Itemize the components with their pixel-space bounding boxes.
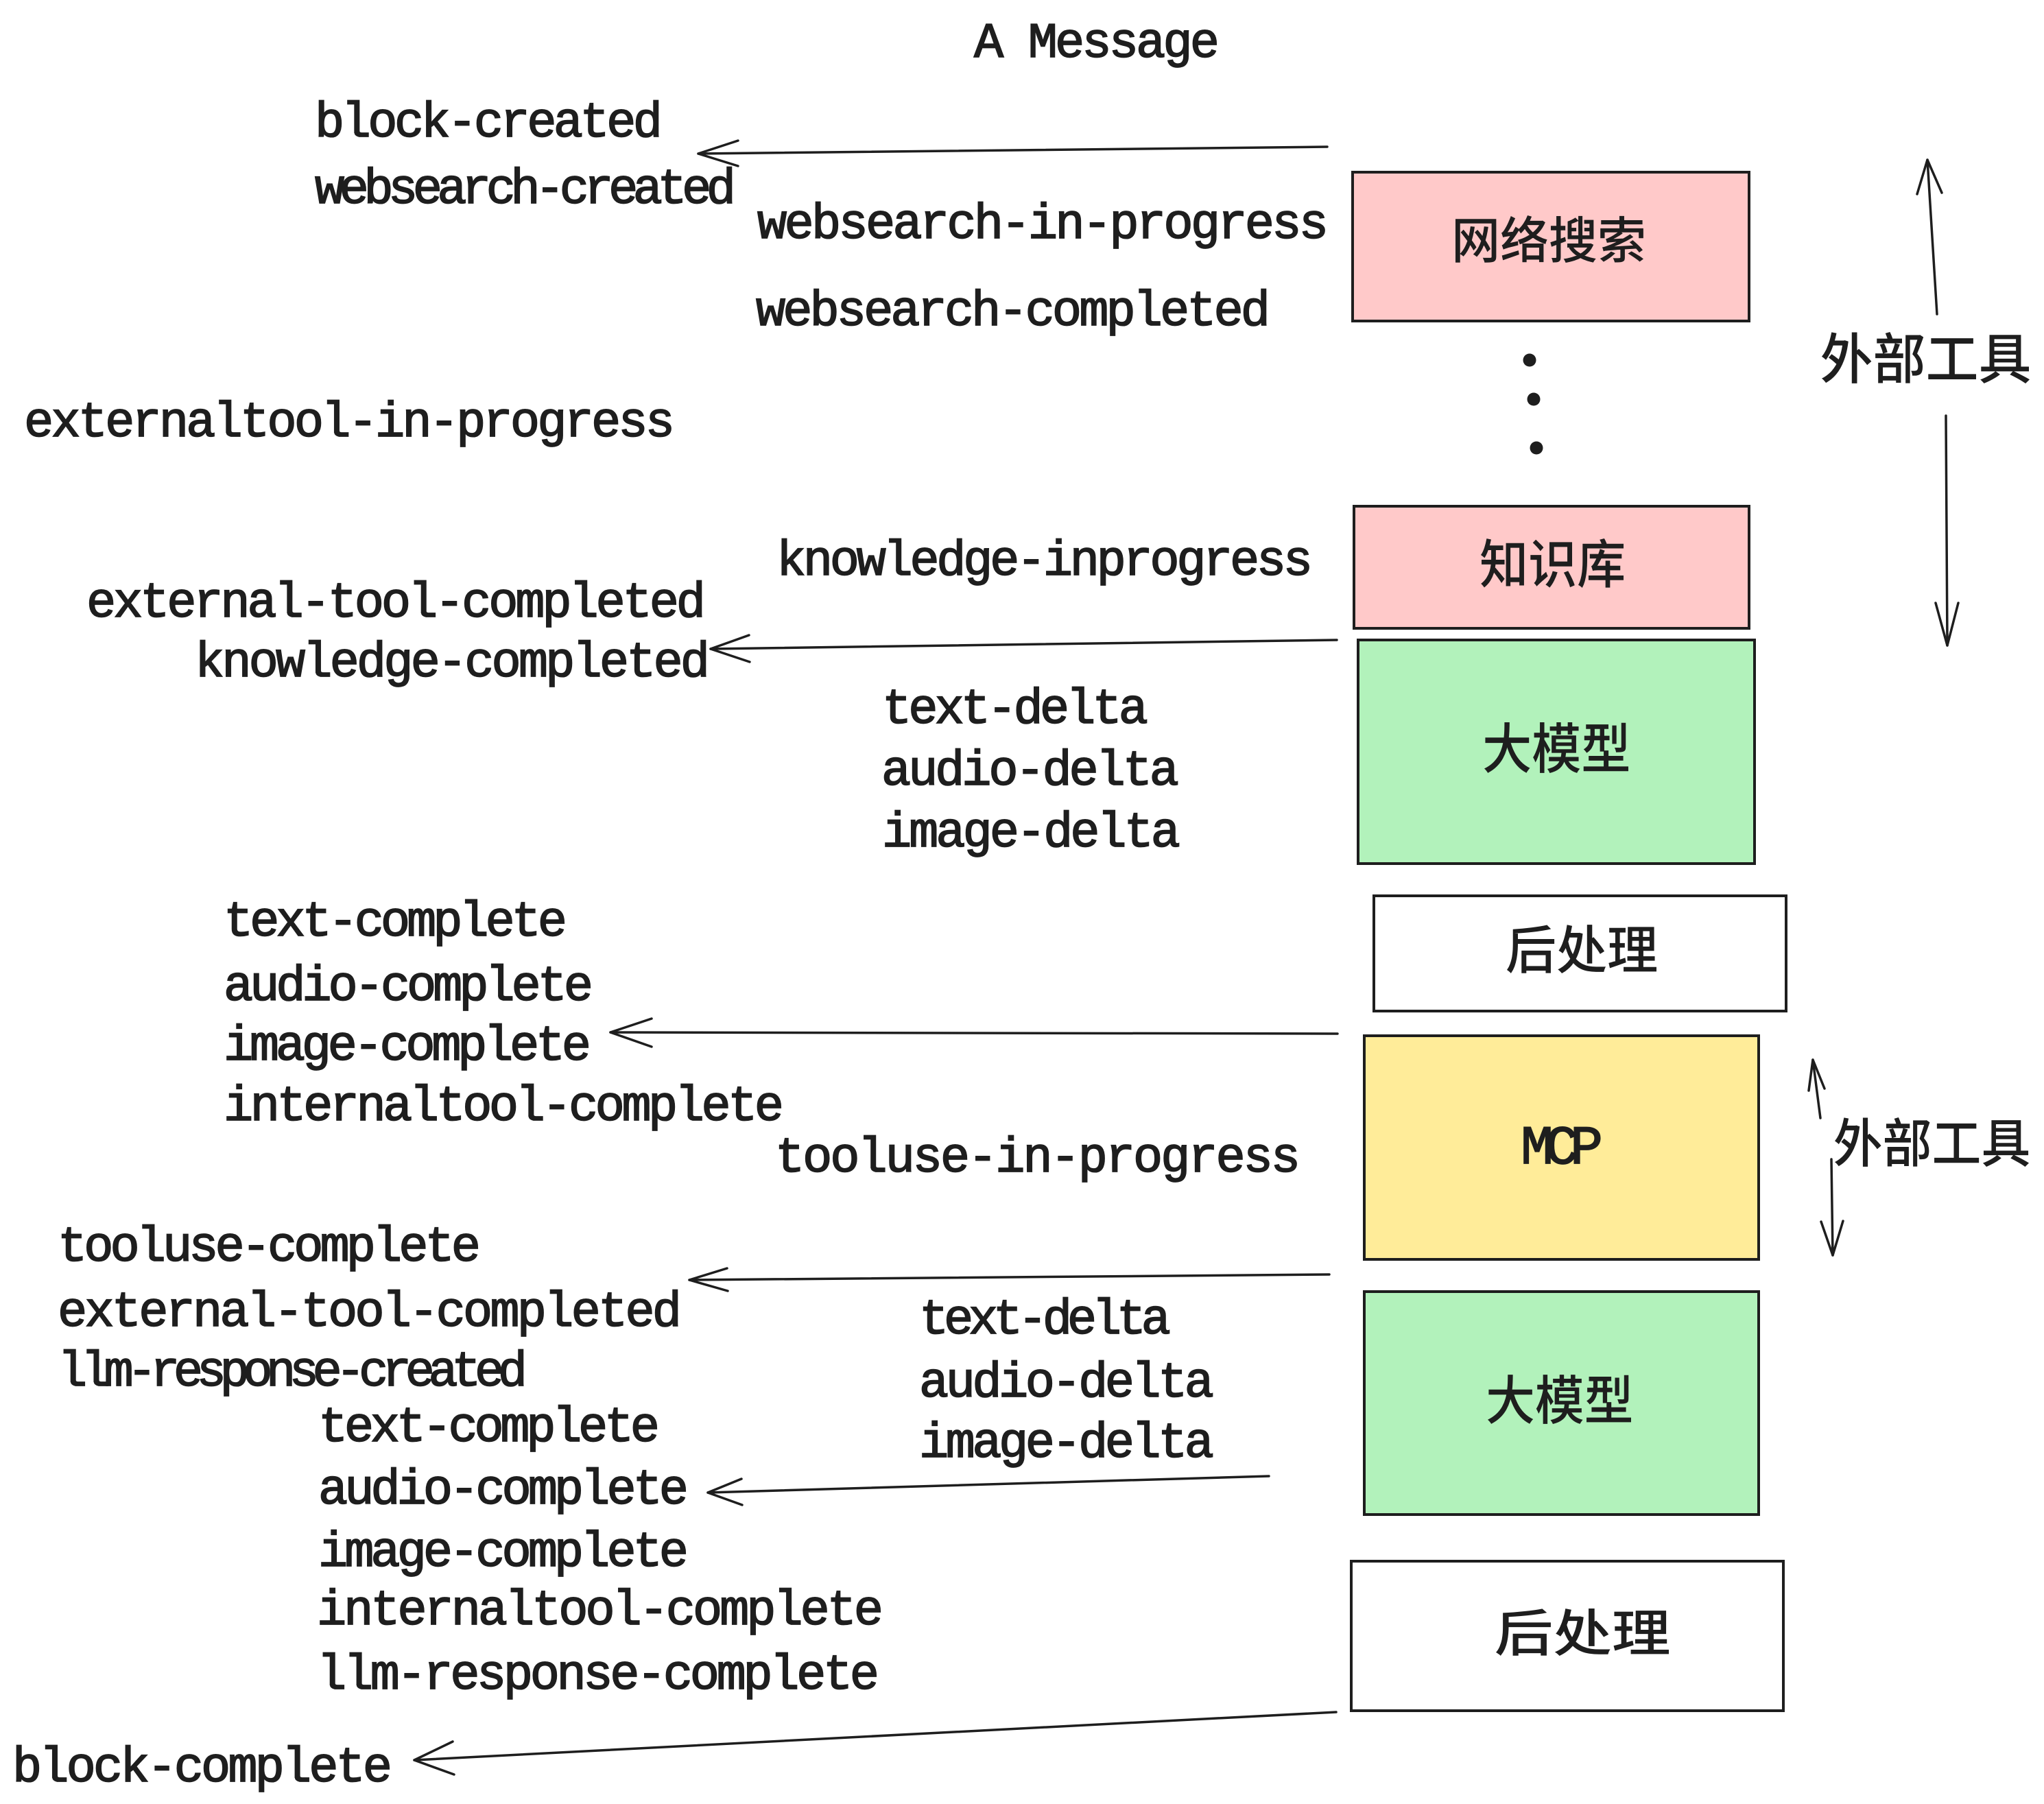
svg-text:external-tool-completed: external-tool-completed bbox=[58, 1285, 682, 1341]
svg-text:tooluse-complete: tooluse-complete bbox=[58, 1220, 481, 1276]
svg-text:A Message: A Message bbox=[974, 16, 1220, 72]
svg-text:audio-complete: audio-complete bbox=[224, 959, 593, 1015]
svg-text:text-complete: text-complete bbox=[224, 894, 567, 951]
svg-text:internaltool-complete: internaltool-complete bbox=[224, 1079, 784, 1135]
svg-text:block-created: block-created bbox=[315, 95, 663, 152]
svg-text:text-delta: text-delta bbox=[882, 682, 1148, 738]
svg-text:internaltool-complete: internaltool-complete bbox=[317, 1583, 883, 1639]
svg-text:websearch-in-progress: websearch-in-progress bbox=[757, 197, 1329, 253]
svg-text:image-complete: image-complete bbox=[224, 1019, 591, 1075]
svg-text:audio-complete: audio-complete bbox=[318, 1462, 689, 1519]
svg-text:tooluse-in-progress: tooluse-in-progress bbox=[775, 1130, 1300, 1187]
svg-text:llm-response-created: llm-response-created bbox=[58, 1344, 527, 1401]
svg-text:image-delta: image-delta bbox=[919, 1416, 1214, 1472]
svg-text:knowledge-completed: knowledge-completed bbox=[195, 635, 710, 691]
svg-text:audio-delta: audio-delta bbox=[881, 744, 1179, 800]
svg-text:external-tool-completed: external-tool-completed bbox=[86, 575, 706, 632]
svg-text:image-delta: image-delta bbox=[882, 805, 1180, 862]
svg-text:block-complete: block-complete bbox=[12, 1740, 392, 1796]
svg-text:text-complete: text-complete bbox=[318, 1400, 660, 1456]
svg-text:audio-delta: audio-delta bbox=[919, 1355, 1214, 1412]
svg-text:externaltool-in-progress: externaltool-in-progress bbox=[24, 395, 675, 451]
svg-text:websearch-created: websearch-created bbox=[315, 162, 736, 218]
svg-text:MCP: MCP bbox=[1521, 1118, 1603, 1180]
svg-text:llm-response-complete: llm-response-complete bbox=[317, 1648, 879, 1704]
svg-text:knowledge-inprogress: knowledge-inprogress bbox=[776, 534, 1313, 590]
svg-text:image-complete: image-complete bbox=[318, 1525, 689, 1581]
svg-text:websearch-completed: websearch-completed bbox=[756, 284, 1270, 340]
svg-text:text-delta: text-delta bbox=[919, 1292, 1171, 1349]
